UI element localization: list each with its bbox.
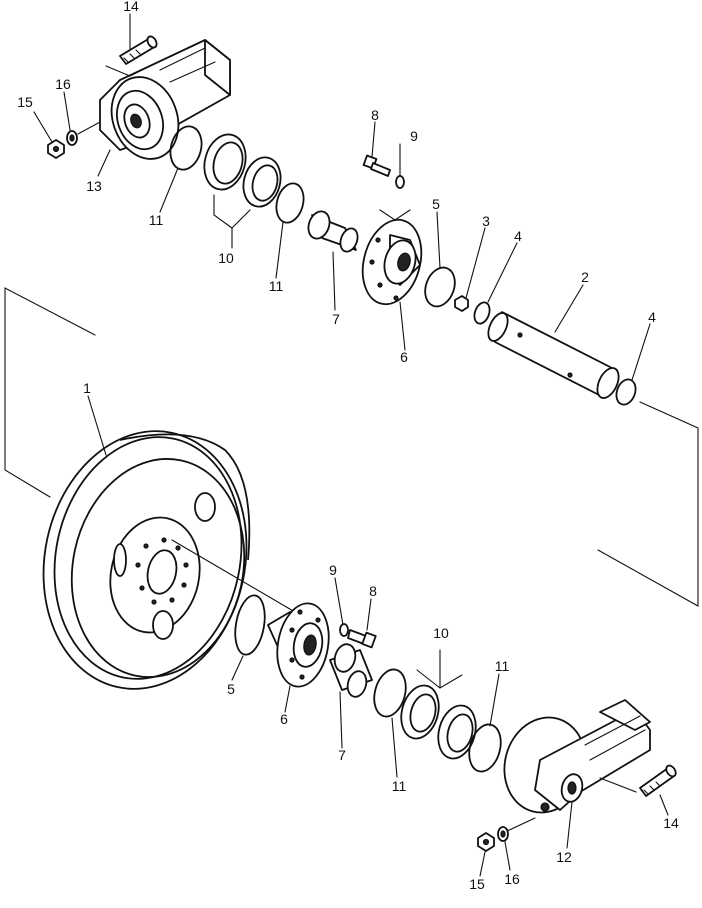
seal-10-bot-a [400,684,440,740]
idler-wheel [42,430,251,690]
callout-15-top: 15 [17,94,33,110]
callout-11-b: 11 [269,278,284,294]
hub-top [361,218,423,306]
o-ring-11-b [275,182,305,224]
hub-bottom [267,602,330,688]
nut-bottom [477,832,495,852]
callout-3: 3 [482,213,490,229]
washer-bottom [497,826,509,842]
alignment-line [171,539,301,616]
callout-7-top: 7 [332,311,340,327]
washer-9-bot [339,623,349,637]
o-ring-11-c [373,668,407,718]
bolt-8-bot [347,629,377,649]
callout-8-top: 8 [371,107,379,123]
bushing-top [307,210,359,253]
washer-top [66,130,78,146]
callout-16-top: 16 [55,76,71,92]
callout-16-bot: 16 [504,871,520,887]
callout-5-bot: 5 [227,681,235,697]
leader-lines [33,13,669,877]
support-bracket-top [99,39,231,160]
stud-bottom [504,817,536,833]
o-ring-5-bot [234,594,266,656]
seal-10-top-a [203,133,247,191]
callout-labels: 14 16 15 13 11 10 11 8 9 7 5 6 3 4 2 4 1… [17,0,679,892]
o-ring-5-top [424,266,456,308]
callout-5-top: 5 [432,196,440,212]
callout-10-top: 10 [218,250,234,266]
callout-1: 1 [83,380,91,396]
callout-15-bot: 15 [469,876,485,892]
shaft [487,311,620,399]
callout-8-bot: 8 [369,583,377,599]
stud-top [77,121,101,135]
callout-14-top: 14 [123,0,139,14]
callout-2: 2 [581,269,589,285]
o-ring-11-d [468,723,502,773]
o-ring-4-b [615,378,637,406]
bushing-bottom [329,643,373,698]
callout-11-d: 11 [392,778,407,794]
callout-6-bot: 6 [280,711,288,727]
o-ring-4-a [473,301,491,325]
bolt-top [119,35,158,65]
callout-13: 13 [86,178,102,194]
seal-10-bot-b [437,704,477,760]
nut-top [47,139,65,159]
plug-3 [454,295,469,312]
assembly-frame-lines [4,287,699,607]
callout-7-bot: 7 [338,747,346,763]
callout-9-bot: 9 [329,562,337,578]
o-ring-11-a [169,125,203,171]
callout-11-a: 11 [149,212,164,228]
support-bracket-bottom [503,699,651,814]
bolt-8-top [362,154,391,177]
callout-4-b: 4 [648,309,656,325]
callout-9-top: 9 [410,128,418,144]
callout-6-top: 6 [400,349,408,365]
callout-11-c: 11 [495,658,510,674]
bolt-bottom [639,764,677,797]
seal-10-top-b [242,156,282,208]
callout-4-a: 4 [514,228,522,244]
callout-14-bot: 14 [663,815,679,831]
washer-9-top [395,175,405,189]
callout-12: 12 [556,849,572,865]
bolt-bottom-guide [599,777,637,793]
callout-10-bot: 10 [433,625,449,641]
